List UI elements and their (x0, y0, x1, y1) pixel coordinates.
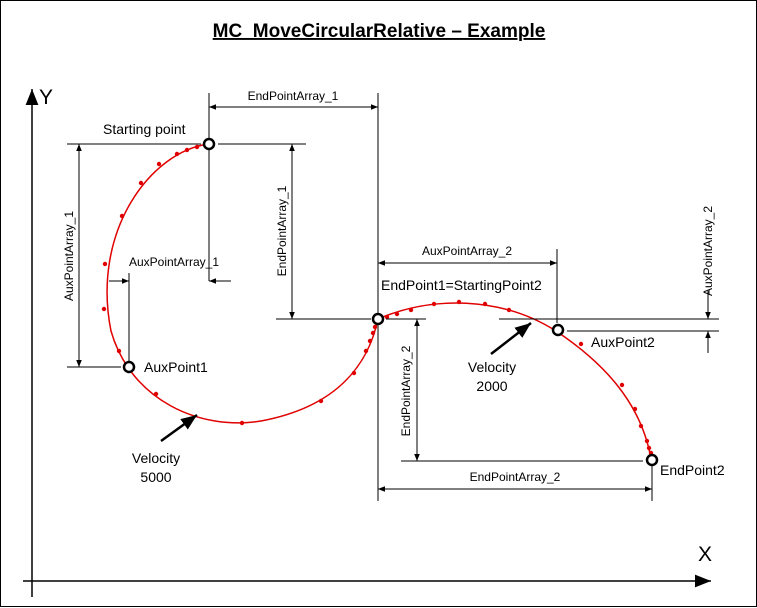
arc1-path (106, 143, 379, 424)
velocity2-label: Velocity (468, 359, 516, 375)
endpointarray2-vertical-label: EndPointArray_2 (399, 345, 413, 436)
endpoint2-marker (645, 453, 659, 467)
auxpoint1-label: AuxPoint1 (144, 359, 208, 375)
arc1-dots (101, 144, 378, 426)
endpoint1-marker (371, 312, 385, 326)
endpointarray1-horizontal-label: EndPointArray_1 (248, 89, 339, 103)
arc2-path (377, 302, 652, 460)
starting-point-marker (202, 137, 216, 151)
auxpointarray1-vertical-label: AuxPointArray_1 (62, 211, 76, 301)
velocity-arrows (160, 322, 532, 443)
velocity2-value: 2000 (476, 378, 507, 394)
starting-point-label: Starting point (103, 121, 186, 137)
auxpointarray2-horizontal-label: AuxPointArray_2 (422, 244, 512, 258)
velocity1-value: 5000 (140, 469, 171, 485)
endpoint1-label: EndPoint1=StartingPoint2 (381, 277, 542, 293)
endpoint2-label: EndPoint2 (660, 462, 725, 478)
y-axis-label: Y (39, 86, 53, 109)
dimension-lines (67, 93, 719, 501)
auxpoint2-marker (551, 323, 565, 337)
auxpoint1-marker (122, 360, 136, 374)
x-axis-label: X (698, 543, 712, 566)
auxpoint2-label: AuxPoint2 (591, 334, 655, 350)
arc2-dots (384, 299, 654, 456)
page-title: MC_MoveCircularRelative – Example (213, 21, 546, 42)
endpointarray1-vertical-label: EndPointArray_1 (275, 185, 289, 276)
velocity1-label: Velocity (132, 450, 180, 466)
auxpointarray1-horizontal-label: AuxPointArray_1 (129, 255, 219, 269)
endpointarray2-horizontal-label: EndPointArray_2 (470, 470, 561, 484)
auxpointarray2-vertical-label: AuxPointArray_2 (701, 206, 715, 296)
